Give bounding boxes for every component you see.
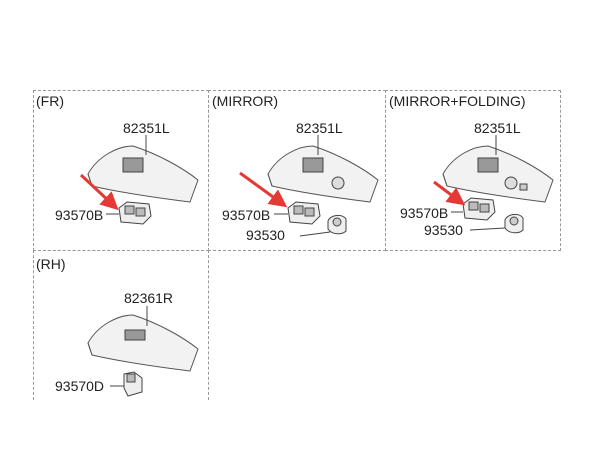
door-trim-mirror-folding <box>442 135 554 203</box>
section-mirror-folding <box>385 90 561 251</box>
part-label-switch: 93570B <box>222 207 271 223</box>
section-rh <box>33 250 209 400</box>
door-trim-fr <box>87 135 199 203</box>
switch-fr <box>106 201 152 225</box>
part-label-trim: 82351L <box>123 120 170 136</box>
arrow-icon <box>239 171 288 208</box>
switch-mirror-folding <box>451 197 496 221</box>
part-label-switch: 93570D <box>55 378 105 394</box>
section-title-mirror-folding: (MIRROR+FOLDING) <box>389 93 526 109</box>
part-label-trim: 82351L <box>296 120 343 136</box>
arrow-icon <box>79 173 119 211</box>
switch-rh <box>110 371 143 397</box>
part-label-trim: 82361R <box>124 290 174 306</box>
arrow-icon <box>433 180 466 206</box>
switch-mirror <box>274 201 321 225</box>
section-title-rh: (RH) <box>36 256 66 272</box>
part-label-switch: 93570B <box>400 205 449 221</box>
part-label-mirror-switch: 93530 <box>424 222 463 238</box>
door-trim-rh <box>87 306 199 372</box>
mirror-switch-mirror <box>299 214 347 237</box>
section-title-fr: (FR) <box>36 93 64 109</box>
part-label-mirror-switch: 93530 <box>246 227 285 243</box>
part-label-switch: 93570B <box>55 207 104 223</box>
door-trim-mirror <box>267 135 379 203</box>
section-title-mirror: (MIRROR) <box>212 93 279 109</box>
mirror-switch-mirror-folding <box>469 213 524 234</box>
part-label-trim: 82351L <box>474 120 521 136</box>
